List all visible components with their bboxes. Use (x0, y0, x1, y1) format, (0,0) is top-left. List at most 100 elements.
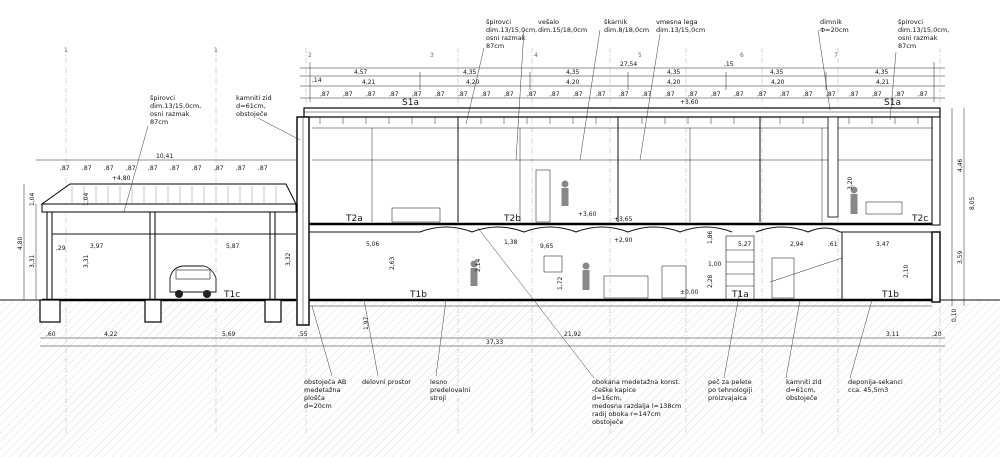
dim-edge: ,14 (312, 77, 322, 84)
top-dimensions (300, 62, 945, 102)
note-line: medosna razdalja l=138cm (592, 402, 681, 410)
note-line: dim.13/15,0cm, (150, 102, 201, 110)
rafter-step: ,87 (236, 165, 246, 172)
rafter-step: ,87 (573, 91, 583, 98)
stair-steps (726, 249, 754, 287)
dim-r1: 1,38 (504, 239, 518, 246)
dim-right-base: 0,10 (951, 308, 958, 322)
dim-v3: 2,28 (707, 274, 714, 288)
rafter-step: ,87 (458, 91, 468, 98)
rafter-step: ,87 (214, 165, 224, 172)
machine (603, 275, 649, 299)
room-label-t2c: T2c (911, 214, 928, 224)
machine (661, 265, 687, 299)
chimney (827, 116, 839, 218)
stair (725, 235, 755, 301)
wall-right-lower (931, 231, 941, 303)
rafter-step: ,87 (550, 91, 560, 98)
note-line: dim.13/15,0cm (656, 26, 705, 34)
room-label-t2a: T2a (345, 214, 363, 224)
footing (264, 299, 282, 323)
note-line: obstoječe (236, 110, 267, 118)
note-line: cca. 45,5m3 (848, 386, 888, 394)
note-line: dim.13/15,0cm, (898, 26, 949, 34)
note-line: osni razmak (150, 110, 190, 118)
note-line: osni razmak (486, 34, 526, 42)
rafter-step: ,87 (60, 165, 70, 172)
axis-label: 4 (534, 52, 538, 59)
rafter-step: ,87 (412, 91, 422, 98)
note-line: obstoječa AB (304, 378, 346, 386)
dim-part: 4,35 (770, 69, 784, 76)
note-line: 87cm (486, 42, 504, 50)
note-line: osni razmak (898, 34, 938, 42)
axis-label: 7 (834, 52, 838, 59)
left-rafter-labels: ,87 ,87 ,87 ,87 ,87 ,87 ,87 ,87 ,87 ,87 (60, 165, 268, 172)
rafter-step: ,87 (170, 165, 180, 172)
room-label-s1a: S1a (884, 98, 901, 108)
rafter-step: ,87 (389, 91, 399, 98)
rafter-step: ,87 (619, 91, 629, 98)
dim-r2: 9,65 (540, 243, 554, 250)
dim-bottom: 5,69 (222, 331, 236, 338)
dim-s3: 3,47 (876, 241, 890, 248)
dim-total-top: 27,54 (620, 61, 637, 68)
people (470, 180, 858, 290)
note-kamniti-zid-right: kamniti zid d=61cm, obstoječe (786, 378, 822, 402)
note-line: stroji (430, 394, 446, 402)
rafter-step: ,87 (803, 91, 813, 98)
note-line: vešalo (538, 18, 559, 26)
dim-w2: 5,87 (226, 243, 240, 250)
pellet-conveyor (769, 257, 843, 283)
axis-label: 1 (214, 47, 218, 54)
note-line: deponija-sekanci (848, 378, 903, 386)
note-line: lesno (430, 378, 447, 386)
note-line: plošča (304, 394, 325, 402)
rafter-step: ,87 (527, 91, 537, 98)
rafter-step: ,87 (104, 165, 114, 172)
rafter-step: ,87 (258, 165, 268, 172)
room-label-t1b: T1b (409, 290, 427, 300)
rafter-step: ,87 (872, 91, 882, 98)
note-line: d=61cm, (786, 386, 816, 394)
dim-left-total: 4,80 (17, 236, 24, 250)
rafter-step: ,87 (757, 91, 767, 98)
room-label-t1b: T1b (881, 290, 899, 300)
rafter-step: ,87 (826, 91, 836, 98)
rafter-step: ,87 (435, 91, 445, 98)
note-line: 87cm (150, 118, 168, 126)
rafter-step: ,87 (895, 91, 905, 98)
rafter-step: ,87 (734, 91, 744, 98)
wall-right-upper (931, 116, 941, 226)
carport-post (46, 211, 53, 301)
note-ab-plosca: obstoječa AB medetažna plošča d=20cm (304, 378, 346, 410)
note-deponija: deponija-sekanci cca. 45,5m3 (848, 378, 903, 394)
note-line: d=61cm, (236, 102, 266, 110)
dim-part2: 4,20 (771, 79, 785, 86)
rafter-step: ,87 (504, 91, 514, 98)
room-label-s1a: S1a (402, 98, 419, 108)
carport-post (149, 211, 156, 301)
upper-posts (312, 117, 940, 222)
dim-left-c: 3,31 (83, 254, 90, 268)
dim-h2: 2,14 (475, 258, 482, 272)
carport-roof (40, 183, 297, 205)
note-vmesna-lega: vmesna lega dim.13/15,0cm (656, 18, 705, 34)
note-kamniti-zid-left: kamniti zid d=61cm, obstoječe (236, 94, 272, 118)
note-line: dim.8/18,0cm (604, 26, 649, 34)
dim-part: 4,35 (875, 69, 889, 76)
rafter-step: ,87 (918, 91, 928, 98)
note-line: škarnik (604, 18, 628, 26)
dim-left-total: 10,41 (156, 153, 173, 160)
note-line: dim.13/15,0cm, (486, 26, 537, 34)
rafter-step: ,87 (82, 165, 92, 172)
dim-part2: 4,21 (362, 79, 376, 86)
note-line: 87cm (898, 42, 916, 50)
note-dimnik: dimnik Φ=20cm (820, 18, 849, 34)
dim-right-outer: 8,05 (969, 196, 976, 210)
note-spirovci: špirovci dim.13/15,0cm, osni razmak 87cm (486, 18, 537, 50)
note-line: obstoječe (786, 394, 817, 402)
rafter-step: ,87 (192, 165, 202, 172)
note-line: dim.15/18,0cm (538, 26, 587, 34)
dim-bottom: ,55 (298, 331, 308, 338)
